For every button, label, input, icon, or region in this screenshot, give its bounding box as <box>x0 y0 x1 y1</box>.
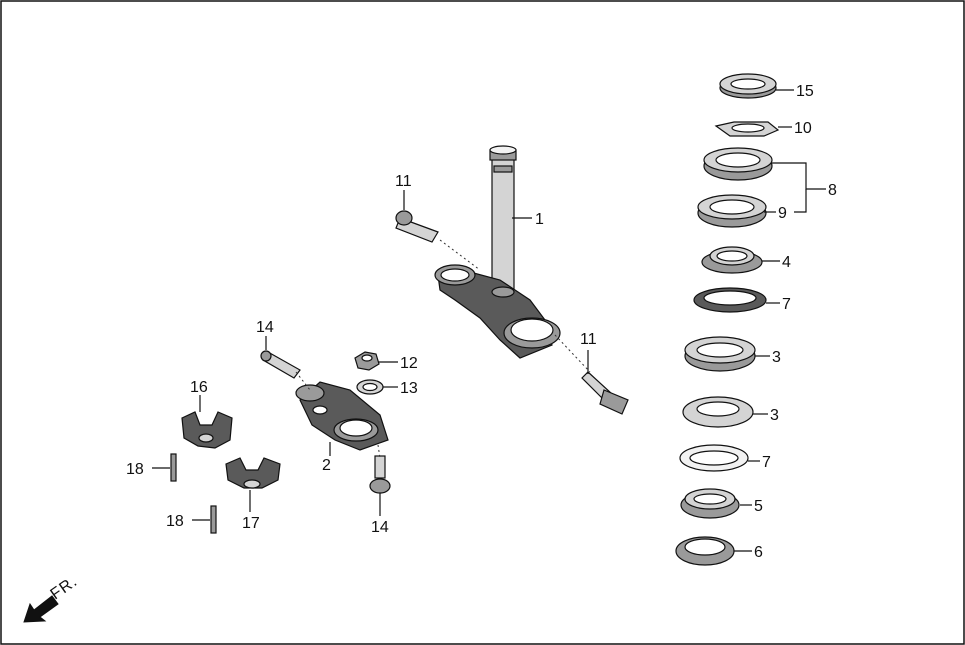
part-14-bolt-lower[interactable] <box>369 455 391 494</box>
callout-18-upper: 18 <box>126 461 144 478</box>
assembly-line-bolt-11-lower <box>554 334 591 373</box>
part-18-pin-lower[interactable] <box>210 505 217 534</box>
callout-10: 10 <box>794 120 812 137</box>
callout-13: 13 <box>400 380 418 397</box>
part-12-stem-nut[interactable] <box>354 351 380 371</box>
callout-18-lower: 18 <box>166 513 184 530</box>
callout-14-lower: 14 <box>371 519 389 536</box>
part-4-dust-seal[interactable] <box>701 246 763 274</box>
callout-8: 8 <box>828 182 837 199</box>
part-3-bearing-race-upper[interactable] <box>684 336 756 372</box>
callout-7-upper: 7 <box>782 296 791 313</box>
part-10-lock-washer[interactable] <box>714 121 780 137</box>
callout-2: 2 <box>322 457 331 474</box>
part-15-lock-nut[interactable] <box>719 73 777 99</box>
callout-16: 16 <box>190 379 208 396</box>
part-8-9-bearing-race-set[interactable] <box>697 147 773 228</box>
part-2-upper-bracket[interactable] <box>295 381 389 451</box>
callout-4: 4 <box>782 254 791 271</box>
callout-1: 1 <box>535 211 544 228</box>
part-17-handlebar-holder-lower[interactable] <box>225 457 281 489</box>
assembly-line-bolt-11-upper <box>439 239 481 271</box>
callout-14-upper: 14 <box>256 319 274 336</box>
part-11-bolt-upper[interactable] <box>395 210 439 243</box>
callout-9: 9 <box>778 205 787 222</box>
callout-6: 6 <box>754 544 763 561</box>
front-direction-arrow <box>23 595 59 623</box>
callout-11-lower: 11 <box>580 331 597 348</box>
callout-15: 15 <box>796 83 814 100</box>
assembly-line-bolt-14-lower <box>377 444 381 459</box>
part-13-washer[interactable] <box>356 379 384 395</box>
callout-12: 12 <box>400 355 418 372</box>
part-6-dust-seal[interactable] <box>675 536 735 566</box>
part-7-steel-ball-race-upper[interactable] <box>693 287 767 313</box>
part-16-handlebar-holder-upper[interactable] <box>181 411 233 449</box>
part-5-bearing-race[interactable] <box>680 488 740 519</box>
part-18-pin-upper[interactable] <box>170 453 177 482</box>
callout-5: 5 <box>754 498 763 515</box>
part-7-steel-ball-race-lower[interactable] <box>679 444 749 472</box>
assembly-line-bolt-14-upper <box>295 371 311 391</box>
part-3-bearing-race-lower[interactable] <box>682 396 754 428</box>
callout-11-upper: 11 <box>395 173 412 190</box>
part-14-bolt-upper[interactable] <box>260 350 301 379</box>
callout-3-lower: 3 <box>770 407 779 424</box>
part-11-bolt-lower[interactable] <box>581 371 629 415</box>
leader-lines <box>152 89 826 552</box>
callout-3-upper: 3 <box>772 349 781 366</box>
part-1-steering-stem[interactable] <box>434 145 561 359</box>
callout-7-lower: 7 <box>762 454 771 471</box>
callout-17: 17 <box>242 515 260 532</box>
